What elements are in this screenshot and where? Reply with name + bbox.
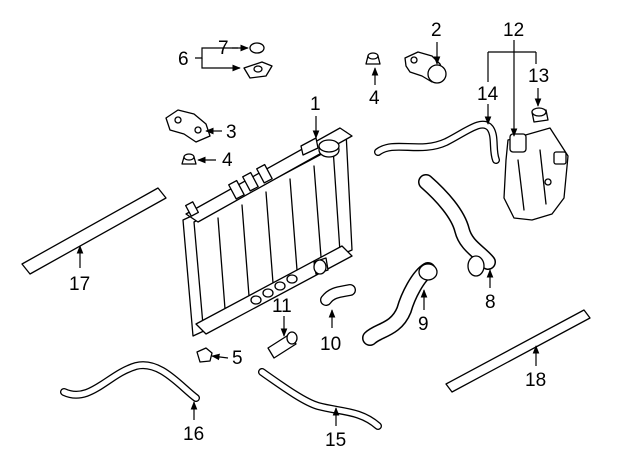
upper-radiator-hose — [418, 174, 496, 277]
callout-4-upper: 4 — [369, 88, 380, 109]
callout-7: 7 — [218, 38, 229, 59]
heater-hose — [258, 368, 382, 430]
callout-12: 12 — [503, 20, 524, 41]
mount-bracket-lower — [165, 109, 211, 143]
radiator — [182, 127, 353, 337]
seal-strip-right — [445, 309, 591, 393]
callout-labels: 1 2 3 4 4 5 6 7 8 9 10 11 12 13 14 15 16… — [69, 20, 549, 451]
callout-6: 6 — [178, 49, 189, 70]
lower-radiator-hose — [362, 262, 438, 346]
callout-14: 14 — [477, 84, 499, 105]
callout-5: 5 — [232, 348, 243, 369]
bypass-hose — [267, 331, 298, 359]
callout-10: 10 — [320, 334, 341, 355]
callout-17: 17 — [69, 274, 90, 295]
short-hose — [320, 284, 356, 306]
reservoir-cap — [531, 107, 549, 123]
leader-lines — [76, 40, 542, 426]
cap-seal — [249, 42, 265, 54]
callout-1: 1 — [310, 94, 321, 115]
radiator-core-fins — [217, 165, 322, 310]
callout-13: 13 — [528, 66, 549, 87]
callout-18: 18 — [525, 370, 546, 391]
seal-strip-left — [21, 187, 167, 275]
mount-bracket — [404, 51, 447, 84]
callout-8: 8 — [485, 292, 496, 313]
overflow-hose — [374, 120, 500, 164]
heater-hose-lower — [60, 361, 200, 402]
callout-11: 11 — [272, 296, 292, 317]
callout-2: 2 — [431, 20, 442, 41]
callout-3: 3 — [226, 122, 237, 143]
callout-15: 15 — [325, 430, 346, 451]
cap-assembly — [243, 61, 273, 79]
callout-4-lower: 4 — [222, 150, 233, 171]
callout-16: 16 — [183, 424, 204, 445]
nut-lower — [181, 153, 197, 165]
nut-upper — [365, 52, 381, 65]
reservoir-tank — [503, 127, 569, 221]
callout-9: 9 — [418, 314, 429, 335]
drain-plug — [196, 347, 213, 363]
